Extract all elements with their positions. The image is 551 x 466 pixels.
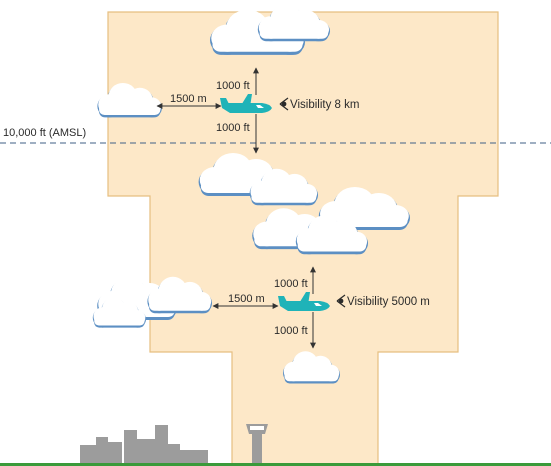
- airplane-icon: [278, 292, 330, 311]
- lower-vertical-below-label: 1000 ft: [274, 325, 308, 337]
- altitude-line-label: 10,000 ft (AMSL): [3, 127, 86, 139]
- upper-vertical-below-label: 1000 ft: [216, 122, 250, 134]
- eye-icon: [336, 294, 346, 308]
- upper-visibility-label: Visibility 8 km: [290, 99, 359, 111]
- eye-icon: [279, 97, 289, 111]
- upper-horizontal-label: 1500 m: [170, 93, 207, 105]
- control-tower-icon: [246, 424, 268, 464]
- lower-horizontal-label: 1500 m: [228, 293, 265, 305]
- cloud-top-right: [257, 4, 330, 42]
- upper-vertical-above-label: 1000 ft: [216, 80, 250, 92]
- ground-line: [0, 463, 551, 466]
- airplane-icon: [220, 94, 272, 113]
- city-skyline-icon: [80, 425, 208, 464]
- lower-vertical-above-label: 1000 ft: [274, 278, 308, 290]
- lower-visibility-label: Visibility 5000 m: [347, 296, 430, 308]
